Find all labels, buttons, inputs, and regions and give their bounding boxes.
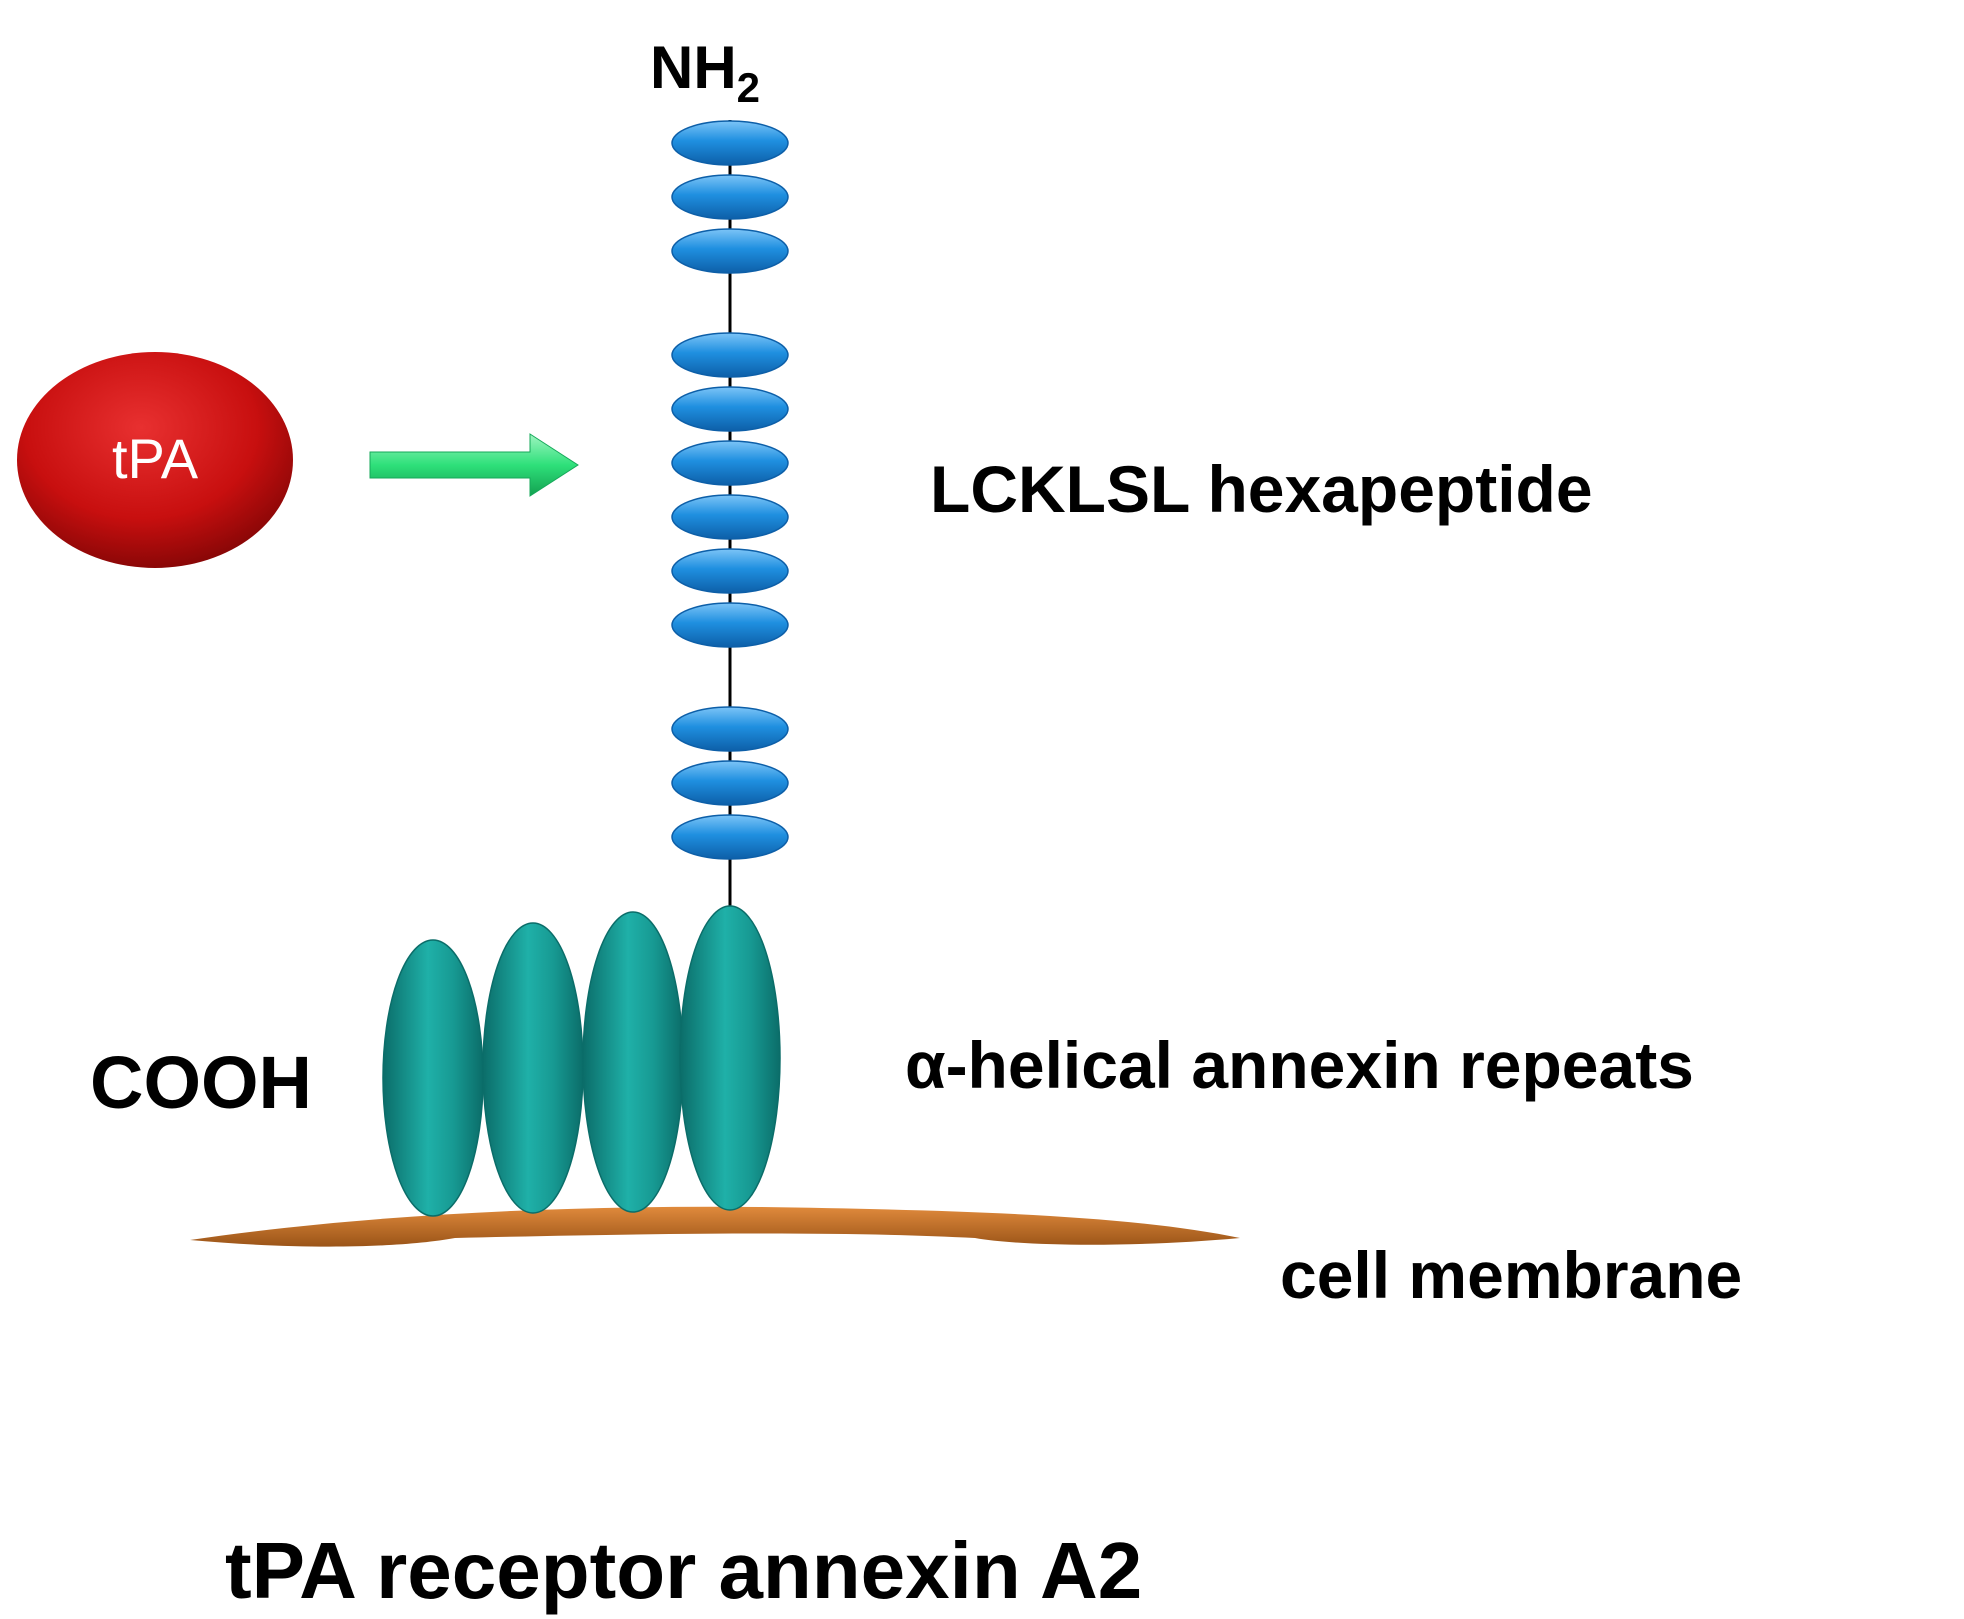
peptide-bead [671, 706, 789, 752]
peptide-bead [671, 386, 789, 432]
peptide-bead [671, 332, 789, 378]
peptide-bead [671, 814, 789, 860]
annexin-repeats-label: α-helical annexin repeats [905, 1028, 1694, 1102]
annexin-repeat [679, 905, 781, 1211]
cell-membrane [190, 1206, 1240, 1247]
binding-arrow [369, 433, 579, 497]
membrane-label: cell membrane [1280, 1238, 1742, 1312]
peptide-bead [671, 174, 789, 220]
annexin-repeat [382, 939, 484, 1217]
annexin-repeat [482, 922, 584, 1214]
peptide-bead [671, 228, 789, 274]
c-terminal-label: COOH [90, 1041, 312, 1124]
peptide-bead [671, 760, 789, 806]
n-terminal-label: NH2 [650, 34, 760, 111]
peptide-bead [671, 494, 789, 540]
diagram-title: tPA receptor annexin A2 [225, 1526, 1142, 1615]
hexapeptide-label: LCKLSL hexapeptide [930, 452, 1593, 526]
peptide-bead [671, 548, 789, 594]
peptide-bead [671, 440, 789, 486]
tpa-label: tPA [112, 427, 199, 490]
peptide-chain [671, 120, 789, 860]
annexin-repeats [382, 905, 781, 1217]
tpa-ligand: tPA [17, 352, 293, 568]
peptide-bead [671, 602, 789, 648]
peptide-bead [671, 120, 789, 166]
annexin-repeat [582, 911, 684, 1213]
